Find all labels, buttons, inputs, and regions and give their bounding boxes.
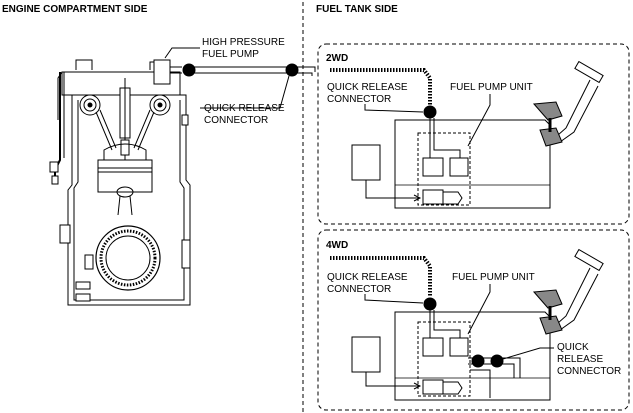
panel-2wd-qrc-label-1: QUICK RELEASE (327, 82, 408, 93)
panel-4wd-qrc-right-label-2: RELEASE (557, 354, 603, 365)
engine-fuel-line (186, 66, 316, 76)
panel-4wd: 4WD QUICK RELEASE CONNECTOR FUE (317, 229, 630, 411)
panel-4wd-qrc-right-dot-1 (471, 354, 485, 368)
panel-2wd-qrc-dot (423, 105, 437, 119)
panel-4wd-qrc-label-1: QUICK RELEASE (327, 272, 408, 283)
panel-4wd-qrc-right-label-3: CONNECTOR (557, 366, 621, 377)
engine-qrc-leader (200, 75, 290, 109)
panel-2wd: 2WD QUICK RELEASE CONNECTOR FUEL PUMP UN… (317, 43, 630, 225)
hp-pump-label-1: HIGH PRESSURE (202, 37, 285, 48)
engine-drawing (49, 59, 191, 306)
panel-2wd-title: 2WD (326, 53, 348, 64)
panel-4wd-qrc-dot (423, 297, 437, 311)
high-pressure-fuel-pump (153, 59, 182, 85)
engine-side-header: ENGINE COMPARTMENT SIDE (2, 4, 148, 15)
panel-2wd-qrc-label-2: CONNECTOR (327, 94, 391, 105)
hp-pump-leader (164, 47, 200, 59)
engine-qrc-label-2: CONNECTOR (204, 115, 268, 126)
hp-pump-connector-dot (182, 63, 196, 77)
panel-4wd-qrc-label-2: CONNECTOR (327, 284, 391, 295)
panel-4wd-qrc-right-dot-2 (490, 354, 504, 368)
panel-4wd-qrc-right-label-1: QUICK (557, 342, 589, 353)
engine-quick-release-dot (285, 63, 299, 77)
hp-pump-label-2: FUEL PUMP (202, 49, 259, 60)
panel-2wd-pump-unit-label: FUEL PUMP UNIT (450, 82, 533, 93)
panel-4wd-title: 4WD (326, 240, 348, 251)
panel-4wd-pump-unit-label: FUEL PUMP UNIT (452, 272, 535, 283)
fuel-tank-side-header: FUEL TANK SIDE (316, 4, 398, 15)
